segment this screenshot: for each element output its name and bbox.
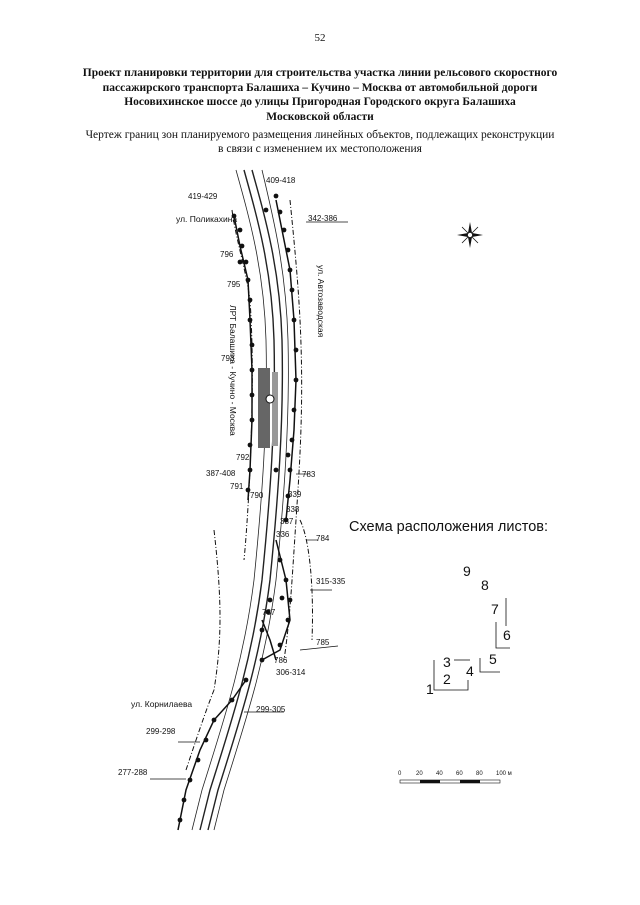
map-label: 306-314	[276, 668, 306, 677]
map-label: 315-335	[316, 577, 346, 586]
street-label-polikakhina: ул. Поликахина	[176, 214, 237, 224]
scale-tick-label: 60	[456, 771, 463, 777]
map-label: 339	[288, 490, 302, 499]
map-label: 299-298	[146, 727, 176, 736]
page-number: 52	[314, 32, 326, 44]
map-label: 785	[316, 638, 330, 647]
scale-tick-label: 100 м	[496, 771, 512, 777]
map-label: 786	[274, 656, 288, 665]
map-label: 787	[262, 608, 276, 617]
sheet-number: 3	[443, 654, 451, 670]
sheet-number: 7	[491, 601, 499, 617]
map-label: 277-288	[118, 768, 148, 777]
station-platform	[258, 368, 278, 448]
scale-tick-label: 0	[398, 771, 402, 777]
sheet-number: 9	[463, 563, 471, 579]
map-label: 795	[227, 280, 241, 289]
map-label: 793	[221, 354, 235, 363]
street-label-kornilaeva: ул. Корнилаева	[131, 699, 192, 709]
sheet-number: 5	[489, 651, 497, 667]
map-label: 783	[302, 470, 316, 479]
sheet-number: 4	[466, 663, 474, 679]
sheet-number: 2	[443, 671, 451, 687]
document-title: Проект планировки территории для строите…	[40, 66, 600, 124]
scale-tick-label: 40	[436, 771, 443, 777]
title-line: Проект планировки территории для строите…	[82, 67, 558, 79]
sheet-number: 6	[503, 627, 511, 643]
map-label: 342-386	[308, 214, 338, 223]
sheet-number: 1	[426, 681, 434, 697]
sheet-scheme-title: Схема расположения листов:	[349, 519, 549, 535]
subtitle-line: в связи с изменением их местоположения	[218, 143, 422, 155]
map-label: 409-418	[266, 176, 296, 185]
title-line: пассажирского транспорта Балашиха – Кучи…	[102, 81, 538, 94]
map-label: 336	[276, 530, 290, 539]
map-label: 338	[286, 505, 300, 514]
map-label: 337	[280, 517, 294, 526]
rail-line-label: ЛРТ Балашиха - Кучино - Москва	[228, 305, 238, 436]
scale-tick-label: 20	[416, 771, 423, 777]
north-arrow-icon	[457, 222, 483, 248]
scale-tick-label: 80	[476, 771, 483, 777]
map-label: 790	[250, 491, 264, 500]
leader-lines	[150, 221, 348, 780]
map-label: 791	[230, 482, 244, 491]
point-labels: 409-418 419-429 342-386 796 795 793 792 …	[118, 176, 346, 777]
sheet-scheme	[433, 598, 510, 691]
street-label-avtozavodskaya: ул. Автозаводская	[316, 265, 326, 338]
map-label: 784	[316, 534, 330, 543]
map-label: 419-429	[188, 192, 218, 201]
sheet-number: 8	[481, 577, 489, 593]
scale-bar: 0 20 40 60 80 100 м	[398, 771, 512, 784]
survey-points	[177, 193, 299, 823]
map-label: 299-305	[256, 705, 286, 714]
rail-corridor	[191, 169, 289, 831]
map-label: 796	[220, 250, 234, 259]
map-label: 387-408	[206, 469, 236, 478]
title-line: Московской области	[266, 110, 374, 123]
title-line: Носовихинское шоссе до улицы Пригородная…	[124, 96, 516, 108]
map-label: 792	[236, 453, 250, 462]
subtitle-line: Чертеж границ зон планируемого размещени…	[85, 129, 555, 141]
drawing-subtitle: Чертеж границ зон планируемого размещени…	[40, 128, 600, 156]
